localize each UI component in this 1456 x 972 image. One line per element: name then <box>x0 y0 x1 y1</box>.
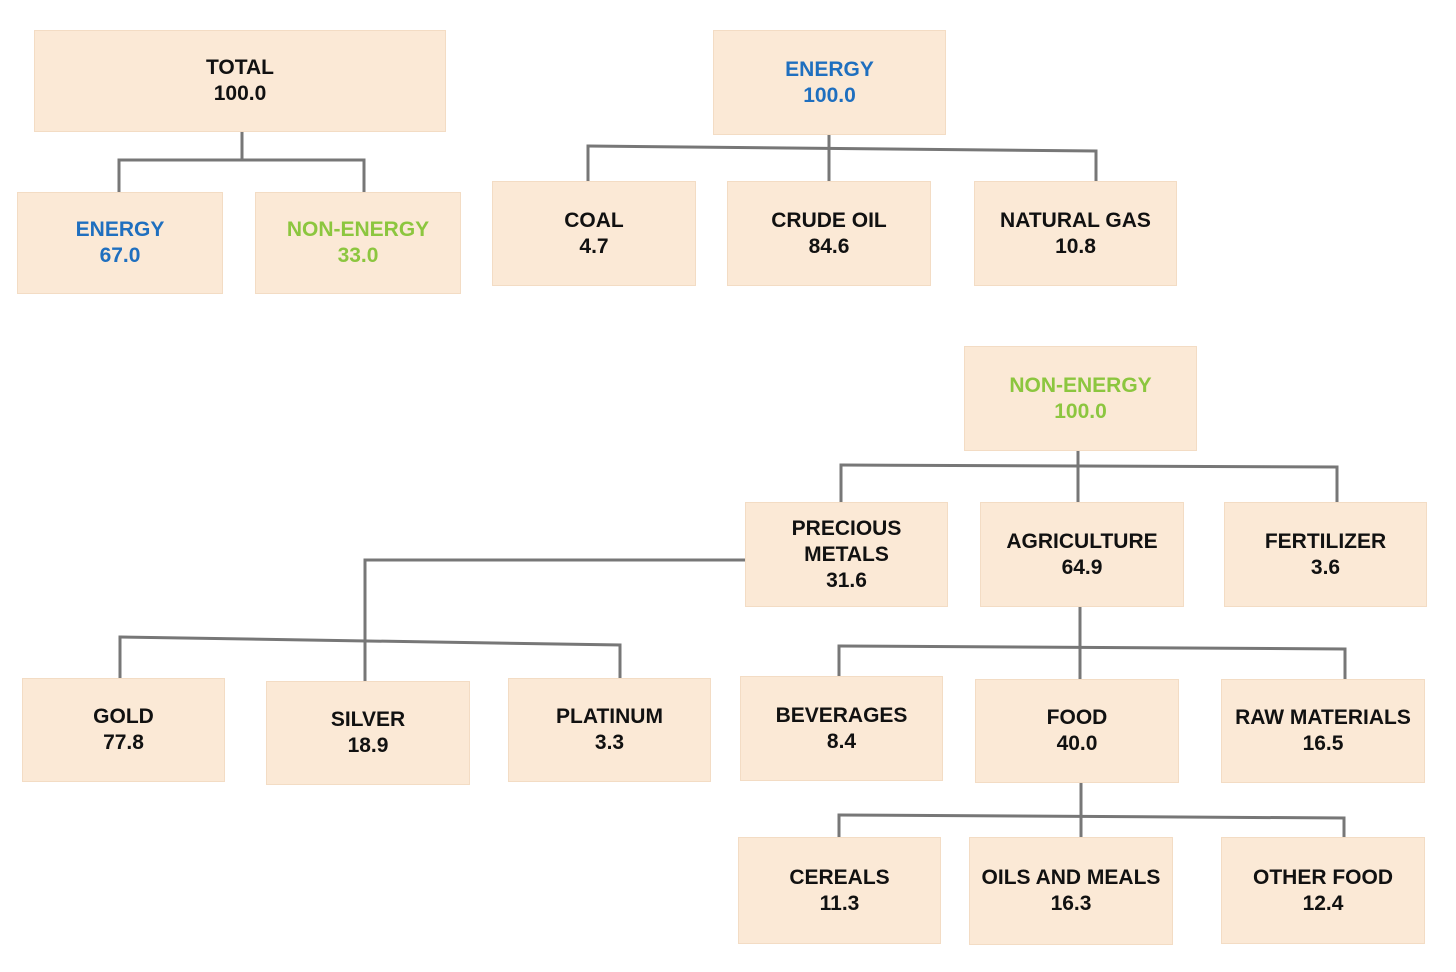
node-label: NON-ENERGY <box>286 218 430 241</box>
node-value: 16.3 <box>1050 892 1092 915</box>
node-crude-oil: CRUDE OIL 84.6 <box>727 181 931 286</box>
node-value: 31.6 <box>826 568 867 592</box>
node-label: ENERGY <box>785 57 874 81</box>
node-silver: SILVER 18.9 <box>266 681 470 785</box>
node-agriculture: AGRICULTURE 64.9 <box>980 502 1184 607</box>
node-value: 11.3 <box>819 891 860 915</box>
node-value: 18.9 <box>347 734 389 757</box>
node-label: AGRICULTURE <box>1006 529 1158 553</box>
node-value: 100.0 <box>213 82 267 105</box>
node-value: 84.6 <box>808 234 850 258</box>
node-label: CRUDE OIL <box>771 208 887 232</box>
connector-line <box>839 463 1339 469</box>
node-label: GOLD <box>93 705 154 728</box>
node-value: 40.0 <box>1056 732 1098 755</box>
node-value: 4.7 <box>579 234 609 258</box>
node-label: NATURAL GAS <box>1000 208 1151 232</box>
node-label: TOTAL <box>205 56 275 79</box>
node-label: NON-ENERGY <box>1009 373 1152 397</box>
node-platinum: PLATINUM 3.3 <box>508 678 711 782</box>
node-label: SILVER <box>330 708 406 731</box>
node-non-energy-root: NON-ENERGY 100.0 <box>964 346 1197 451</box>
node-label: OTHER FOOD <box>1253 865 1393 889</box>
node-total-energy: ENERGY 67.0 <box>17 192 223 294</box>
node-value: 67.0 <box>99 244 141 267</box>
node-food: FOOD 40.0 <box>975 679 1179 783</box>
node-oils-and-meals: OILS AND MEALS 16.3 <box>969 837 1173 945</box>
node-label: PLATINUM <box>556 705 663 728</box>
node-cereals: CEREALS 11.3 <box>738 837 941 944</box>
node-label: CEREALS <box>789 865 890 889</box>
connector-line <box>586 144 1098 153</box>
node-label: ENERGY <box>75 218 165 241</box>
node-beverages: BEVERAGES 8.4 <box>740 676 943 781</box>
node-precious-metals: PRECIOUS METALS 31.6 <box>745 502 948 607</box>
node-value: 3.6 <box>1310 555 1341 579</box>
node-value: 10.8 <box>1055 234 1096 258</box>
node-label: FOOD <box>1046 706 1108 729</box>
node-coal: COAL 4.7 <box>492 181 696 286</box>
node-other-food: OTHER FOOD 12.4 <box>1221 837 1425 944</box>
node-fertilizer: FERTILIZER 3.6 <box>1224 502 1427 607</box>
node-value: 100.0 <box>1054 399 1107 423</box>
node-value: 16.5 <box>1302 732 1344 755</box>
node-label: RAW MATERIALS <box>1235 706 1411 729</box>
node-value: 33.0 <box>337 244 379 267</box>
node-label: COAL <box>564 208 624 232</box>
node-total: TOTAL 100.0 <box>34 30 446 132</box>
node-label: FERTILIZER <box>1264 529 1387 553</box>
node-natural-gas: NATURAL GAS 10.8 <box>974 181 1177 286</box>
node-value: 64.9 <box>1061 555 1103 579</box>
node-total-non-energy: NON-ENERGY 33.0 <box>255 192 461 294</box>
node-value: 100.0 <box>803 83 856 107</box>
node-raw-materials: RAW MATERIALS 16.5 <box>1221 679 1425 783</box>
node-label: PRECIOUS METALS <box>791 516 902 566</box>
node-label: OILS AND MEALS <box>981 866 1161 889</box>
node-value: 3.3 <box>594 731 625 754</box>
node-gold: GOLD 77.8 <box>22 678 225 782</box>
node-label: BEVERAGES <box>775 703 908 727</box>
connector-line <box>837 644 1347 651</box>
connector-line <box>837 813 1346 820</box>
connector-line <box>118 635 622 647</box>
node-value: 12.4 <box>1302 891 1344 915</box>
node-value: 8.4 <box>826 729 857 753</box>
node-value: 77.8 <box>103 731 144 754</box>
node-energy-root: ENERGY 100.0 <box>713 30 946 135</box>
